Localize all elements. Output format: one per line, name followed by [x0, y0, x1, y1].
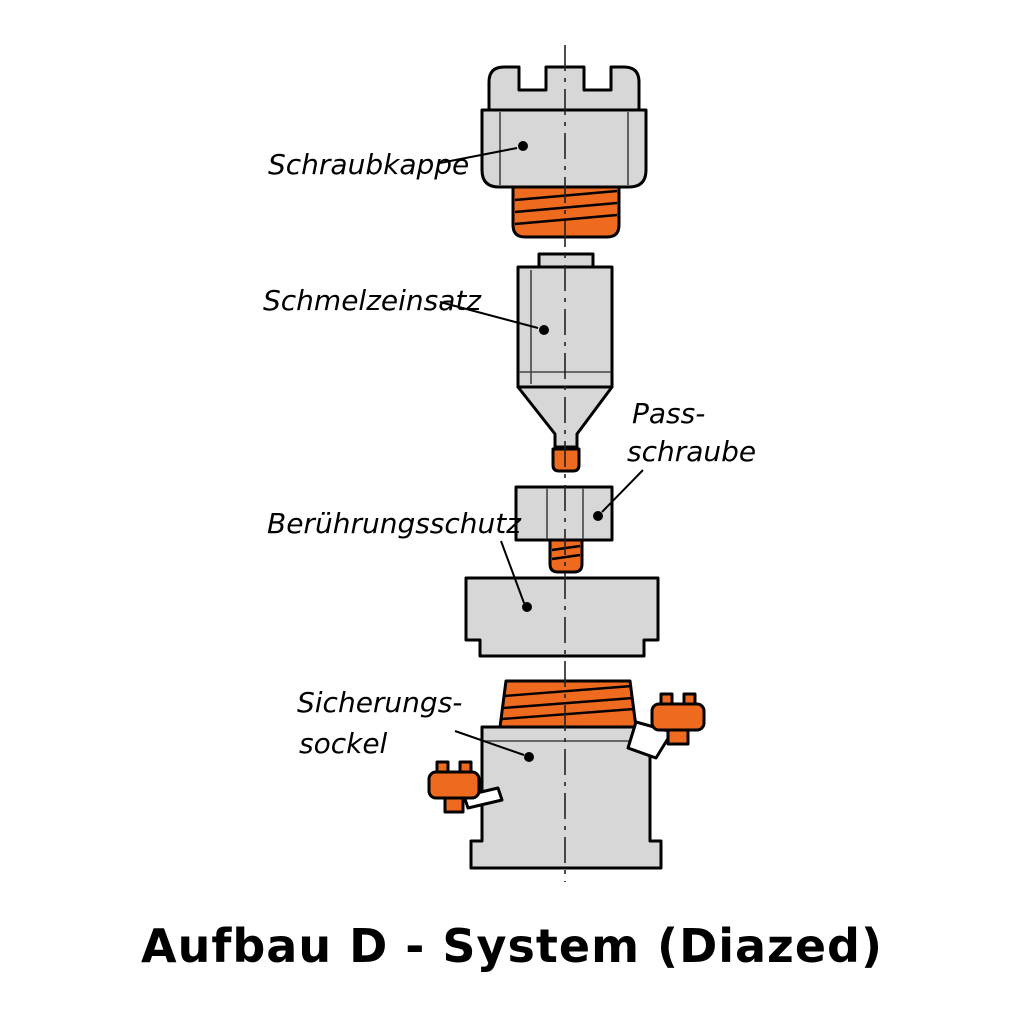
right-terminal — [626, 692, 706, 760]
leader-schmelzeinsatz — [439, 301, 539, 329]
gauge-stud-stripe — [551, 544, 581, 552]
label-schmelzeinsatz: Schmelzeinsatz — [263, 284, 482, 317]
cap-thread-stripe — [514, 201, 618, 214]
right-screw-head — [650, 702, 706, 732]
base-thread-stripe — [502, 696, 634, 710]
left-terminal — [427, 760, 504, 814]
leader-beruehrungsschutz — [500, 540, 525, 604]
cap-crown — [487, 65, 641, 112]
fuse-bottom-contact — [551, 447, 581, 473]
left-screw-shank — [443, 796, 465, 814]
label-passschraube-line2: schraube — [627, 435, 756, 468]
leader-dot-schmelzeinsatz — [539, 325, 549, 335]
cap-thread-stripe — [514, 189, 618, 202]
label-sicherungssockel-line1: Sicherungs- — [297, 686, 462, 719]
label-sicherungssockel-line2: sockel — [299, 727, 388, 760]
right-screw-shank — [666, 728, 690, 746]
passschraube-part — [514, 485, 614, 574]
base-thread-stripe — [501, 707, 635, 721]
leader-dot-schraubkappe — [518, 141, 528, 151]
base-body — [469, 725, 663, 870]
label-passschraube-line1: Pass- — [632, 397, 705, 430]
base-thread-stripe — [503, 684, 633, 698]
label-beruehrungsschutz: Berührungsschutz — [267, 507, 522, 540]
cap-thread-stripe — [514, 213, 618, 226]
left-terminal-strap — [462, 786, 504, 810]
leader-passschraube — [601, 469, 644, 513]
left-screw-head — [427, 770, 481, 800]
gauge-stud-stripe — [551, 553, 581, 561]
beruehrungsschutz-part — [464, 576, 660, 658]
leader-dot-beruehrungsschutz — [522, 602, 532, 612]
leader-sicherungssockel — [454, 730, 525, 756]
cap-body — [480, 108, 648, 189]
leader-dot-sicherungssockel — [524, 752, 534, 762]
annotations: Schraubkappe Schmelzeinsatz Pass- schrau… — [263, 141, 756, 762]
touch-guard-body — [464, 576, 660, 658]
sicherungssockel-part — [427, 679, 706, 870]
leader-schraubkappe — [439, 147, 518, 164]
diagram-title: Aufbau D - System (Diazed) — [141, 919, 883, 973]
cap-thread — [511, 185, 621, 239]
leader-dot-passschraube — [593, 511, 603, 521]
label-schraubkappe: Schraubkappe — [268, 148, 469, 181]
schraubkappe-part — [480, 65, 648, 239]
